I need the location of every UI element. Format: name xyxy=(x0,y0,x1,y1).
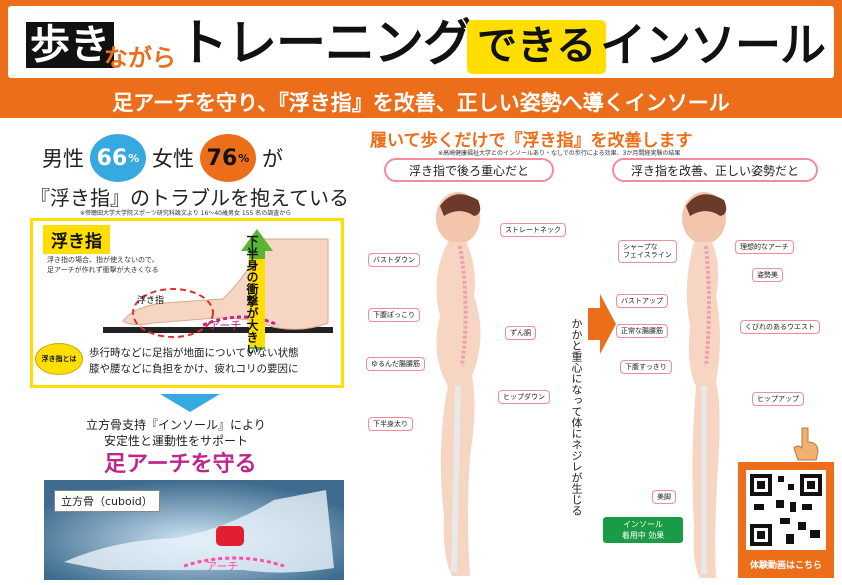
female-percent-value: 76 xyxy=(206,145,238,171)
callout-hip-down: ヒップダウン xyxy=(498,390,550,405)
callout-loose-iliopsoas: ゆるんだ腸腰筋 xyxy=(366,357,425,372)
ukiyubi-definition-badge: 浮き指とは xyxy=(35,343,83,375)
insole-badge-line2: 着用中 効果 xyxy=(621,531,665,540)
title-training: トレーニング xyxy=(178,14,473,72)
callout-beautiful-posture: 姿勢美 xyxy=(752,268,783,283)
ukiyubi-explanation-box: 浮き指 浮き指の場合、指が使えないので、 足アーチが作れず衝撃が大きくなる 浮き… xyxy=(30,218,344,388)
arch-label: アーチ xyxy=(209,319,242,332)
insole-effect-badge: インソール 着用中 効果 xyxy=(603,517,683,543)
male-label: 男性 xyxy=(42,147,84,171)
vertical-caption: かかと重心になって体にネジレが生じる xyxy=(570,318,583,516)
impact-text: 下半身の衝撃が大きい xyxy=(245,235,259,355)
pointing-hand-icon xyxy=(793,427,819,461)
right-arrow-icon xyxy=(588,294,616,354)
ukiyubi-tag: 浮き指 xyxy=(43,225,110,254)
callout-bust-down: バストダウン xyxy=(368,253,420,268)
callout-flat-belly: 下腹すっきり xyxy=(620,360,672,375)
raised-toe-foot-illustration xyxy=(103,238,333,338)
survey-note: ※帝聴田大学大学院スポーツ研究科論文より 16～40歳男女 155 名の調査から xyxy=(80,210,292,217)
right-title: 履いて歩くだけで『浮き指』を改善します xyxy=(370,131,693,151)
qr-code-panel[interactable]: 体験動画はこちら xyxy=(738,462,834,578)
right-note: ※高崎健康福祉大学とのインソールあり・なしでの歩行による効果、3か月間経実験の結… xyxy=(438,150,681,157)
cuboid-label: 立方骨（cuboid） xyxy=(54,490,160,512)
female-percent-circle: 76% xyxy=(200,134,256,182)
header-banner: 歩き ながら トレーニング できる インソール 足アーチを守り、『浮き指』を改善… xyxy=(0,0,842,118)
title-insole: インソール xyxy=(600,18,826,72)
title-dekiru: できる xyxy=(467,20,607,74)
after-posture-label: 浮き指を改善、正しい姿勢だと xyxy=(612,158,818,182)
callout-ideal-arch: 理想的なアーチ xyxy=(735,240,794,255)
bad-posture-figure xyxy=(436,192,481,576)
callout-bust-up: バストアップ xyxy=(616,294,668,309)
support-line1: 立方骨支持『インソール』により xyxy=(86,418,266,432)
definition-line1: 歩行時などに足指が地面についていない状態 xyxy=(89,347,299,359)
title-aruki: 歩き xyxy=(26,22,114,68)
title-band: 歩き ながら トレーニング できる インソール xyxy=(8,6,834,78)
support-line2: 安定性と運動性をサポート xyxy=(104,434,249,448)
foot-xray-illustration: 立方骨（cuboid） アーチ xyxy=(44,480,344,580)
qr-code-icon[interactable] xyxy=(746,470,826,550)
female-percent-unit: % xyxy=(238,151,250,165)
callout-sharp-face-line: シャープな フェイスライン xyxy=(618,240,677,263)
callout-lower-belly: 下腹ぽっこり xyxy=(368,308,420,323)
ukiyubi-description-line2: 足アーチが作れず衝撃が大きくなる xyxy=(47,266,159,274)
qr-caption: 体験動画はこちら xyxy=(749,561,822,571)
ukiyubi-description-line1: 浮き指の場合、指が使えないので、 xyxy=(47,256,159,264)
xray-arch-label: アーチ xyxy=(206,560,239,573)
subtitle: 足アーチを守り、『浮き指』を改善、正しい姿勢へ導くインソール xyxy=(112,91,730,115)
trouble-text: 『浮き指』のトラブルを抱えている xyxy=(30,186,349,210)
title-nagara: ながら xyxy=(104,44,176,72)
good-posture-figure xyxy=(682,192,727,578)
statistics-line: 男性 66% 女性 76% が xyxy=(42,134,283,182)
male-percent-circle: 66% xyxy=(90,134,146,182)
callout-lower-body-fat: 下半身太り xyxy=(368,417,413,432)
protect-arch-headline: 足アーチを守る xyxy=(104,452,257,477)
down-arrow-icon xyxy=(160,394,220,412)
callout-straight-neck: ストレートネック xyxy=(500,223,566,238)
callout-defined-waist: くびれのあるウエスト xyxy=(740,320,820,335)
before-posture-label: 浮き指で後ろ重心だと xyxy=(384,158,554,182)
male-percent-unit: % xyxy=(128,151,140,165)
callout-beautiful-legs: 美脚 xyxy=(652,490,676,505)
callout-hip-up: ヒップアップ xyxy=(752,392,804,407)
female-label: 女性 xyxy=(152,147,194,171)
impact-arrow-icon xyxy=(241,229,273,349)
insole-badge-line1: インソール xyxy=(623,520,663,529)
callout-normal-iliopsoas: 正常な腸腰筋 xyxy=(616,324,668,339)
male-percent-value: 66 xyxy=(96,145,128,171)
ukiyubi-circle-label: 浮き指 xyxy=(137,296,165,306)
callout-thick-waist: ずん胴 xyxy=(505,326,536,341)
statistic-suffix: が xyxy=(262,147,283,171)
definition-line2: 膝や腰などに負担をかけ、疲れコリの要因に xyxy=(89,363,299,375)
